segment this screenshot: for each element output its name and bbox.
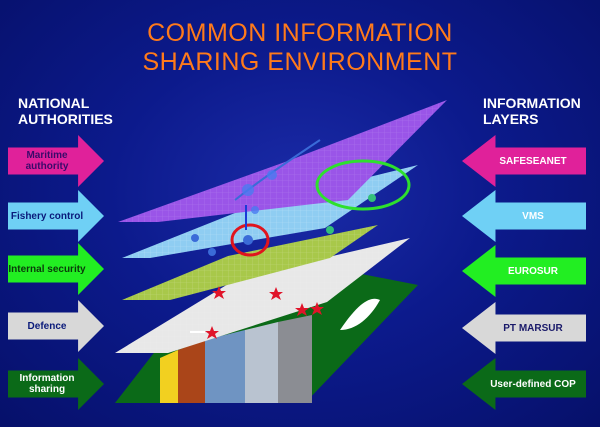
layer-label: SAFESEANET — [499, 155, 567, 167]
satellite-image-dark — [278, 315, 312, 403]
circle-marker-icon — [315, 159, 411, 211]
vessel-icon — [251, 206, 259, 214]
vessel-icon — [242, 184, 254, 196]
authority-label: Maritime authority — [25, 150, 69, 172]
authority-label: Information sharing — [19, 373, 75, 395]
plane-user-defined-cop — [115, 262, 418, 403]
circle-marker-icon — [230, 223, 270, 257]
vessel-icon — [326, 226, 334, 234]
satellite-image-yellow — [160, 350, 178, 403]
heading-line-1: NATIONAL — [18, 95, 90, 111]
vessel-icon — [208, 248, 216, 256]
star-icon — [269, 287, 283, 300]
plane-eurosur — [122, 225, 378, 316]
plane-safeseanet — [118, 100, 447, 230]
authority-label: Fishery control — [10, 210, 84, 222]
satellite-image-red — [178, 340, 205, 403]
national-authorities-heading: NATIONAL AUTHORITIES — [18, 95, 113, 127]
plane-pt-marsur — [115, 238, 410, 353]
route-line — [234, 139, 321, 201]
title-line-2: SHARING ENVIRONMENT — [142, 48, 458, 76]
vessel-icon — [243, 235, 253, 245]
satellite-image-gray — [245, 322, 278, 403]
star-icon — [295, 303, 309, 316]
layer-label: User-defined COP — [490, 378, 576, 390]
star-icon — [310, 302, 324, 315]
heading-line-1: INFORMATION — [483, 95, 581, 111]
layer-label: PT MARSUR — [503, 322, 563, 334]
vessel-icon — [267, 170, 277, 180]
authority-label: Defence — [27, 320, 67, 332]
layer-label: VMS — [522, 210, 544, 222]
star-icon — [212, 286, 226, 299]
vessel-icon — [191, 234, 199, 242]
coastline-shape — [340, 298, 380, 330]
authority-label: Internal security — [8, 263, 86, 275]
vessel-icon — [368, 194, 376, 202]
title-line-1: COMMON INFORMATION — [147, 19, 453, 47]
layer-label: EUROSUR — [507, 265, 558, 277]
satellite-image-blue — [205, 330, 245, 403]
heading-line-2: AUTHORITIES — [18, 111, 113, 127]
star-icon — [205, 326, 219, 339]
heading-line-2: LAYERS — [483, 111, 539, 127]
information-layers-heading: INFORMATION LAYERS — [483, 95, 581, 127]
